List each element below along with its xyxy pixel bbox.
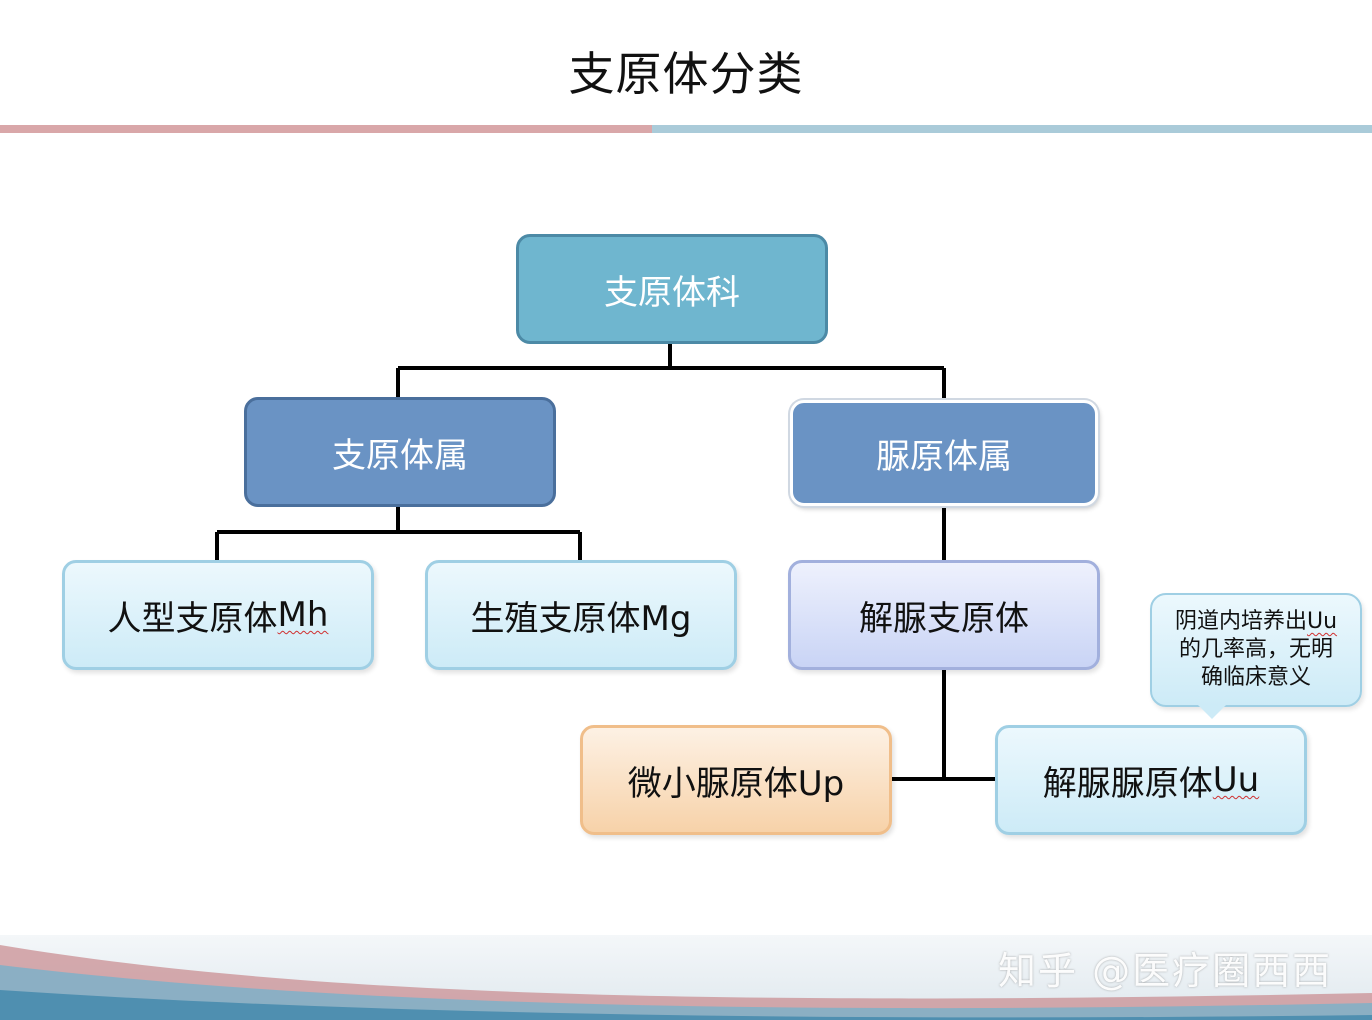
node-uu-label-suffix: Uu [1212, 760, 1260, 800]
callout-tail [1198, 705, 1226, 719]
title-rule-right [652, 125, 1372, 133]
watermark: 知乎 @医疗圈西西 [998, 949, 1333, 993]
node-genus-mycoplasma: 支原体属 [244, 397, 556, 507]
callout-note: 阴道内培养出Uu 的几率高，无明 确临床意义 [1150, 593, 1362, 707]
node-uu-parent: 解脲支原体 [788, 560, 1100, 670]
page-title: 支原体分类 [568, 47, 804, 101]
callout-line2: 的几率高，无明 [1178, 637, 1333, 662]
node-up: 微小脲原体Up [580, 725, 892, 835]
callout-line1-suffix: Uu [1306, 609, 1338, 634]
node-mg-label: 生殖支原体Mg [470, 598, 692, 639]
footer-waves [0, 945, 1372, 1020]
node-root: 支原体科 [516, 234, 828, 344]
node-genus-ureaplasma: 脲原体属 [790, 400, 1098, 506]
node-root-label: 支原体科 [604, 272, 740, 313]
node-mh-label-suffix: Mh [277, 595, 329, 635]
node-uu-parent-label: 解脲支原体 [859, 598, 1029, 639]
node-up-label: 微小脲原体Up [627, 763, 845, 804]
title-rule-left [0, 125, 652, 133]
node-genus-ureaplasma-label: 脲原体属 [876, 436, 1012, 477]
node-genus-mycoplasma-label: 支原体属 [332, 435, 468, 476]
callout-line1-prefix: 阴道内培养出 [1174, 609, 1307, 634]
callout-line3: 确临床意义 [1200, 665, 1311, 690]
node-mg: 生殖支原体Mg [425, 560, 737, 670]
node-uu-label-prefix: 解脲脲原体 [1042, 763, 1213, 804]
node-mh-label-prefix: 人型支原体 [107, 598, 278, 639]
